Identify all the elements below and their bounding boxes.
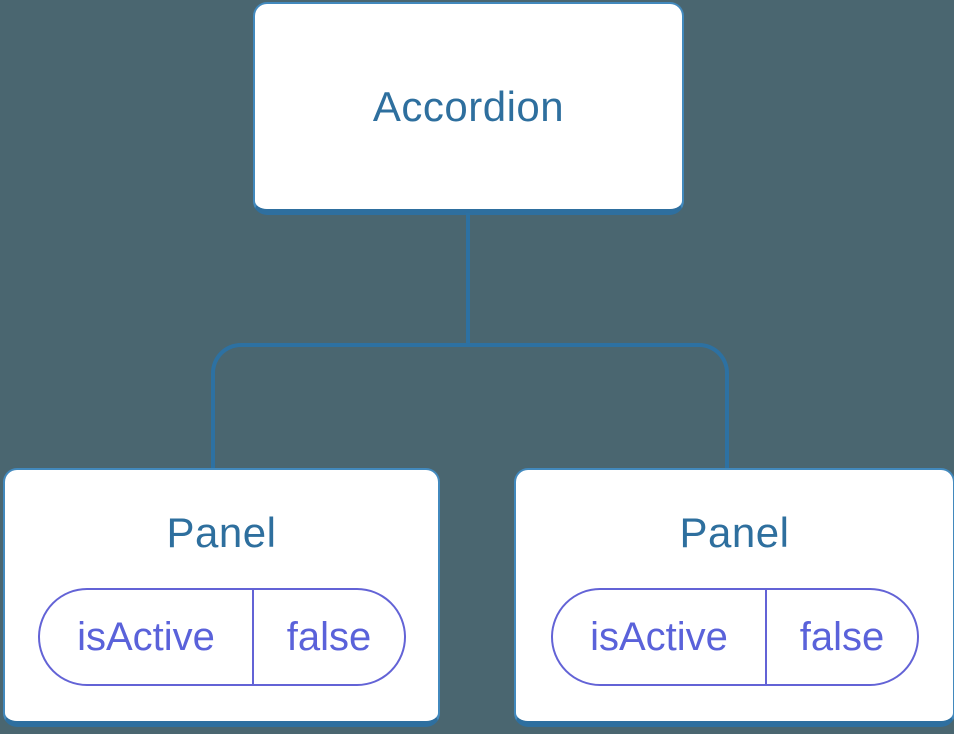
- state-pill: isActive false: [37, 588, 406, 687]
- state-key-label: isActive: [40, 590, 255, 685]
- state-pill: isActive false: [550, 588, 919, 687]
- panel-node-left: Panel isActive false: [3, 468, 440, 727]
- state-key-label: isActive: [553, 590, 768, 685]
- state-value-label: false: [799, 614, 885, 659]
- panel-node-label: Panel: [166, 509, 277, 556]
- accordion-node-label: Accordion: [372, 82, 565, 130]
- accordion-node: Accordion: [253, 2, 684, 215]
- panel-node-right: Panel isActive false: [514, 468, 954, 727]
- connector-stem-line: [466, 213, 470, 347]
- connector-branch-lines: [211, 343, 729, 469]
- panel-node-label: Panel: [679, 509, 790, 556]
- state-value-label: false: [286, 614, 372, 659]
